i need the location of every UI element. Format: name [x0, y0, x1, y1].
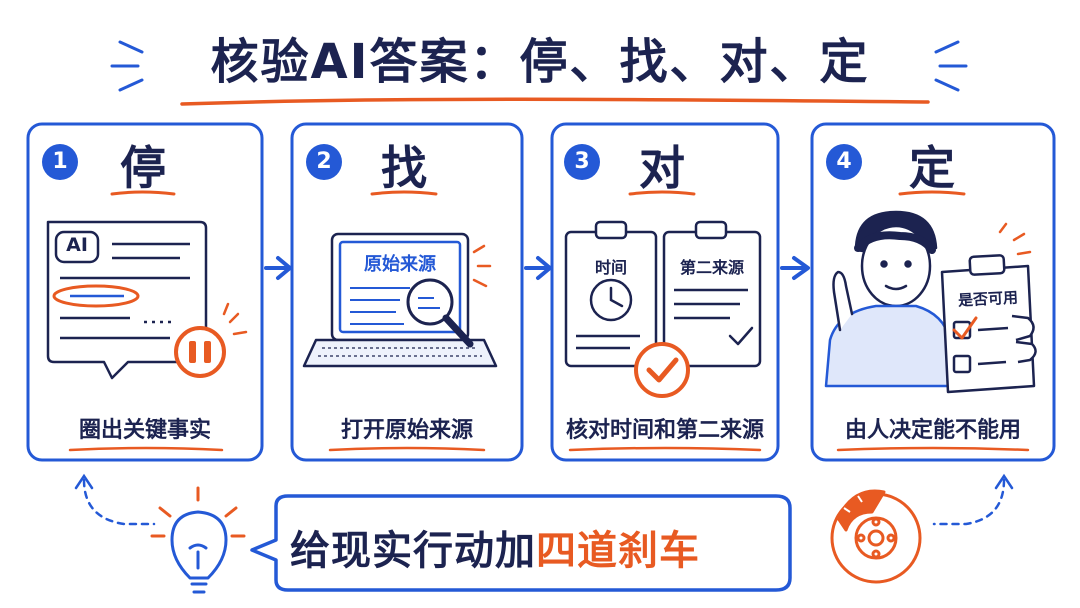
step-3-badge [564, 144, 600, 180]
step-4-badge [826, 144, 862, 180]
title-sparks-right [934, 40, 968, 92]
step-3-caption: 核对时间和第二来源 [565, 418, 764, 443]
title-sparks-left [110, 40, 144, 92]
loop-arrowhead-left [74, 473, 94, 490]
arrow-right-icon [780, 256, 810, 280]
title-underline [180, 97, 930, 106]
step-2-number: 2 [316, 149, 332, 174]
arrow-right-icon [524, 256, 552, 280]
step-2-caption-underline [328, 446, 486, 452]
step-4-caption: 由人决定能不能用 [844, 418, 1021, 443]
check-circle-icon [634, 342, 690, 398]
person-icon [824, 210, 954, 388]
bubble-label: AI [66, 234, 88, 256]
step-4-number: 4 [836, 149, 852, 174]
step-2-caption: 打开原始来源 [340, 418, 473, 443]
banner-text: 给现实行动加四道刹车 [290, 518, 790, 576]
chat-bubble-icon [46, 220, 208, 380]
step-1-caption: 圈出关键事实 [78, 418, 211, 443]
step-3-number: 3 [574, 149, 590, 174]
step-3-caption-underline [568, 446, 762, 452]
banner-text-main: 给现实行动加 [290, 528, 536, 574]
page-title: 核验AI答案：停、找、对、定 [210, 34, 870, 90]
banner-text-accent: 四道刹车 [536, 528, 700, 574]
doc-time-label: 时间 [594, 258, 627, 277]
step-1-caption-underline [68, 446, 224, 452]
step-2-title: 找 [381, 141, 427, 195]
magnifier-icon [406, 244, 492, 348]
step-3-title: 对 [639, 141, 685, 195]
screen-label: 原始来源 [364, 254, 436, 275]
doc-source-label: 第二来源 [679, 258, 744, 277]
checkbox-icon [952, 316, 1009, 374]
pause-icon [174, 302, 248, 378]
loop-arrow-right-icon [932, 478, 1006, 526]
step-4-caption-underline [836, 446, 1030, 452]
loop-arrowhead-right [994, 473, 1014, 490]
lightbulb-icon [150, 486, 246, 594]
arrow-right-icon [264, 256, 292, 280]
step-2-badge [306, 144, 342, 180]
loop-arrow-left-icon [82, 478, 156, 526]
step-3-title-underline [628, 190, 696, 196]
clipboard-icon [662, 220, 762, 368]
step-1-title-underline [110, 190, 176, 196]
banner [250, 494, 792, 592]
step-4-title: 定 [909, 141, 955, 195]
step-2-title-underline [370, 190, 438, 196]
brake-disc-icon [830, 489, 922, 584]
clock-icon [589, 278, 633, 322]
step-1-badge [42, 144, 78, 180]
step-1-title: 停 [120, 141, 166, 195]
step-1-number: 1 [52, 149, 68, 174]
step-4-title-underline [898, 190, 966, 196]
